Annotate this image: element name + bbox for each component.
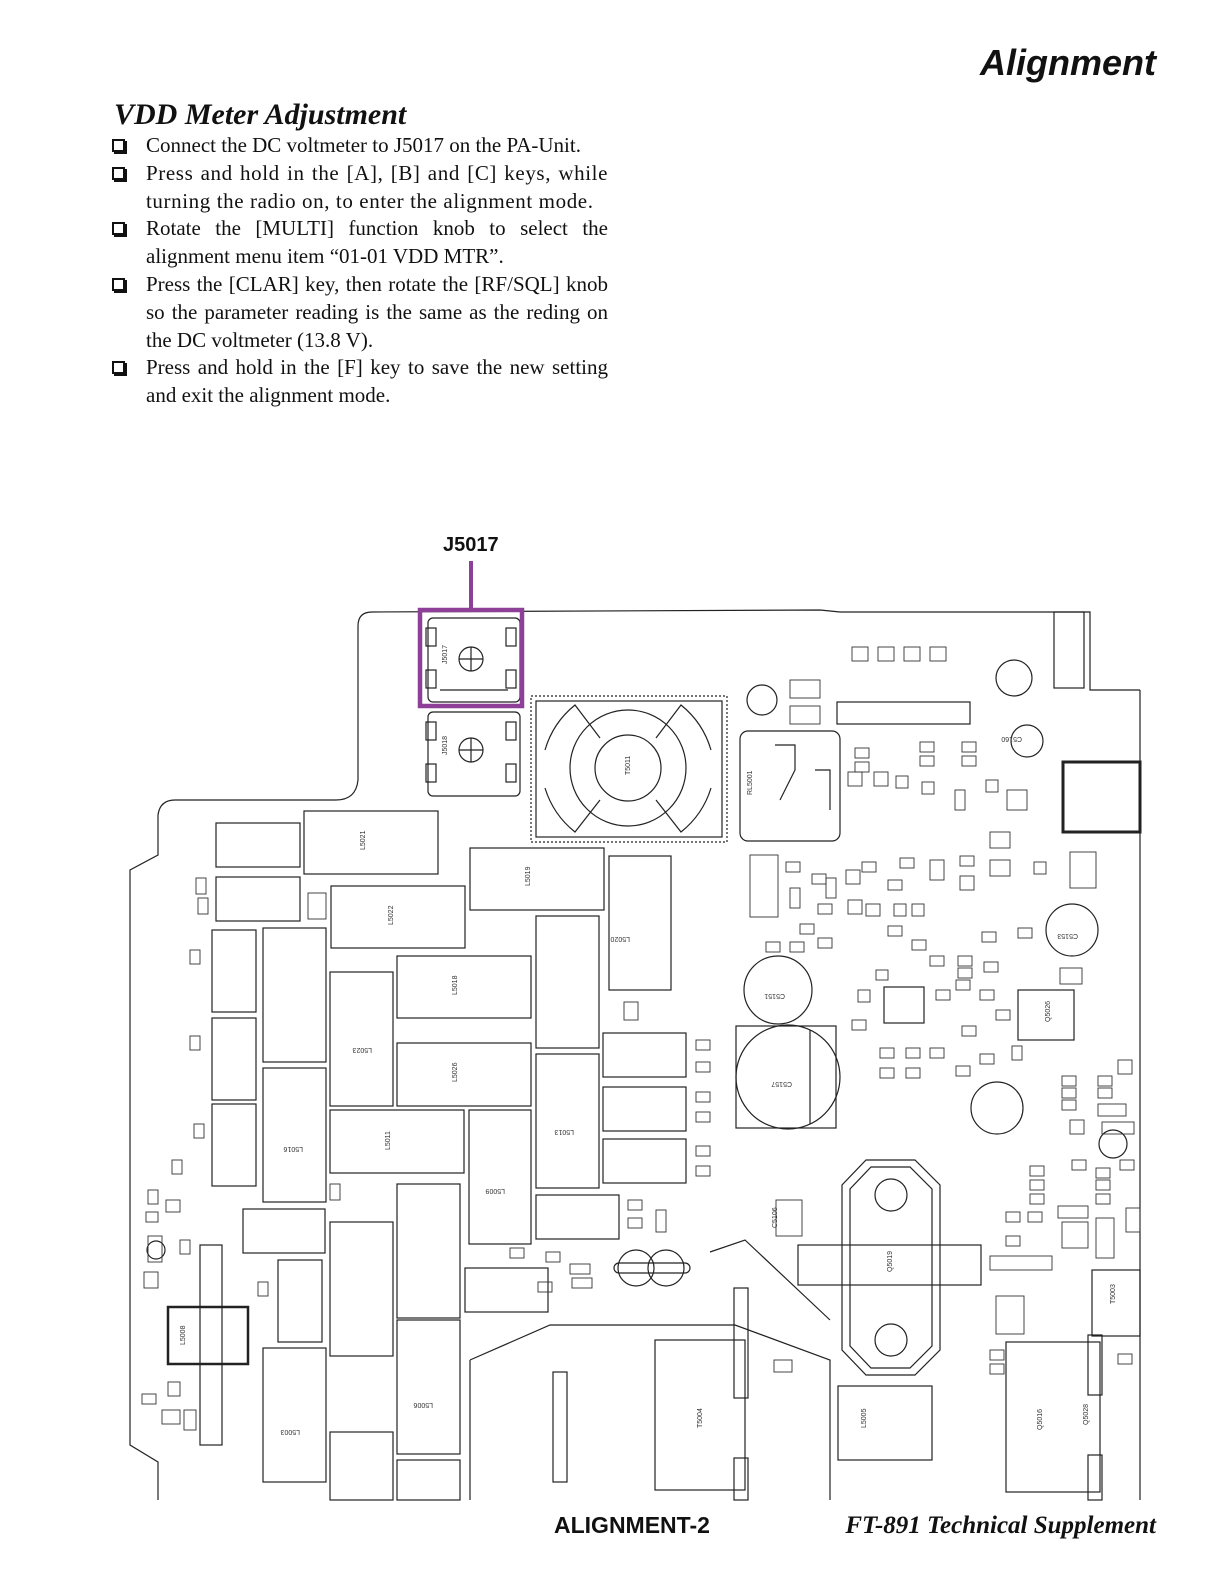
step-item: Press and hold in the [A], [B] and [C] k…: [112, 160, 608, 216]
section-title: VDD Meter Adjustment: [114, 98, 407, 131]
step-text: Rotate the [MULTI] function knob to sele…: [146, 216, 608, 269]
l5013-ref-label: L5013: [554, 1128, 574, 1135]
l5005-ref-label: L5005: [861, 1408, 868, 1428]
j5017-connector: [425, 617, 521, 703]
step-item: Press the [CLAR] key, then rotate the [R…: [112, 271, 608, 354]
l5020-ref-label: L5020: [610, 935, 630, 942]
l5026-ref-label: L5026: [452, 1062, 459, 1082]
rl5001-ref-label: RL5001: [747, 770, 754, 795]
l5021-ref-label: L5021: [360, 830, 367, 850]
checkbox-icon: [112, 166, 125, 180]
j5017-ref-label: J5017: [442, 645, 449, 664]
diode-blocks: [211, 822, 687, 1343]
l5008-ref-label: L5008: [180, 1325, 187, 1345]
c5157-ref-label: C5157: [771, 1080, 792, 1087]
q5016-ref-label: Q5016: [1037, 1409, 1044, 1430]
j5018-ref-label: J5018: [442, 736, 449, 755]
l5019-ref-label: L5019: [525, 866, 532, 886]
c5157-capacitor: [735, 1024, 841, 1130]
q5019-transistor: [797, 1159, 982, 1376]
t5003-ref-label: T5003: [1110, 1284, 1117, 1304]
step-item: Connect the DC voltmeter to J5017 on the…: [112, 132, 608, 160]
q5026-ref-label: Q5026: [1045, 1001, 1052, 1022]
step-text: Press the [CLAR] key, then rotate the [R…: [146, 271, 608, 352]
footer-page-number: ALIGNMENT-2: [554, 1512, 710, 1538]
checkbox-icon: [112, 277, 125, 291]
t5004-transformer: [469, 1239, 831, 1501]
t5004-ref-label: T5004: [697, 1408, 704, 1428]
j5018-connector: [425, 711, 521, 797]
c5160-ref-label: C5160: [1001, 735, 1022, 742]
step-text: Connect the DC voltmeter to J5017 on the…: [146, 133, 581, 157]
step-item: Press and hold in the [F] key to save th…: [112, 354, 608, 410]
c5106-ref-label: C5106: [772, 1207, 779, 1228]
coil-blocks: [262, 810, 672, 1501]
l5022-ref-label: L5022: [388, 905, 395, 925]
checkbox-icon: [112, 361, 125, 375]
footer-document-title: FT-891 Technical Supplement: [845, 1512, 1156, 1539]
l5008-block: [166, 1305, 250, 1366]
q5028-ref-label: Q5028: [1083, 1404, 1090, 1425]
checkbox-icon: [112, 139, 125, 152]
l5011-ref-label: L5011: [385, 1131, 392, 1150]
rl5001-relay: [739, 730, 841, 842]
t5011-ref-label: T5011: [625, 756, 632, 775]
designator-labels: J5017 J5018 T5011 RL5001 L5021 L5019 L50…: [180, 645, 1117, 1435]
l5023-ref-label: L5023: [352, 1046, 372, 1053]
t5011-transformer: [530, 695, 728, 843]
q5019-ref-label: Q5019: [887, 1251, 894, 1272]
l5003-ref-label: L5003: [280, 1428, 300, 1435]
l5016-ref-label: L5016: [283, 1145, 303, 1152]
l5005-block: [837, 1385, 933, 1461]
j5017-callout-label: J5017: [443, 534, 499, 556]
connector-strip: [836, 701, 971, 725]
l5018-ref-label: L5018: [452, 975, 459, 995]
q5016-block: [1005, 1341, 1101, 1493]
c5151-capacitor: [743, 955, 813, 1025]
j5017-highlight-box: [417, 607, 525, 709]
step-text: Press and hold in the [A], [B] and [C] k…: [146, 160, 608, 213]
l5006-ref-label: L5006: [413, 1401, 433, 1408]
smd-components: [141, 646, 1141, 1431]
page-header-title: Alignment: [980, 42, 1156, 83]
c5153-ref-label: C5153: [1057, 932, 1078, 939]
step-item: Rotate the [MULTI] function knob to sele…: [112, 215, 608, 271]
c5151-ref-label: C5151: [764, 992, 785, 999]
procedure-steps: Connect the DC voltmeter to J5017 on the…: [112, 132, 608, 410]
checkbox-icon: [112, 222, 125, 236]
step-text: Press and hold in the [F] key to save th…: [146, 355, 608, 408]
l5009-ref-label: L5009: [485, 1187, 505, 1194]
board-outline: [129, 609, 1140, 1500]
c5153-capacitor: [1045, 903, 1099, 957]
